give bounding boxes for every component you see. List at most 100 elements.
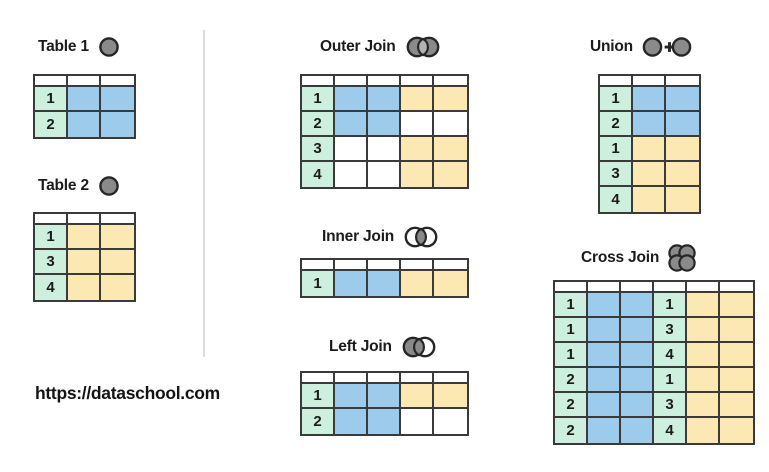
table-value-cell (68, 275, 101, 300)
table-row: 1 (302, 384, 467, 409)
table-value-cell (401, 162, 434, 187)
table-value-cell (101, 250, 134, 275)
table-header-cell (368, 373, 401, 384)
table-key-cell: 2 (555, 393, 588, 418)
table-key-cell: 2 (555, 368, 588, 393)
table-header-row (600, 76, 699, 87)
heading-label-left-join: Left Join (329, 338, 392, 356)
table-key-cell: 3 (654, 393, 687, 418)
table-header-cell (302, 260, 335, 271)
table-value-cell (335, 409, 368, 434)
table-value-cell (621, 318, 654, 343)
table-key-cell: 1 (302, 271, 335, 296)
table-value-cell (588, 343, 621, 368)
table-header-cell (335, 76, 368, 87)
table-value-cell (687, 393, 720, 418)
table-key-cell: 1 (302, 384, 335, 409)
table-key-cell: 4 (35, 275, 68, 300)
heading-label-outer-join: Outer Join (320, 38, 396, 56)
heading-label-cross-join: Cross Join (581, 249, 660, 267)
table-value-cell (588, 318, 621, 343)
table-row: 2 (302, 112, 467, 137)
table-value-cell (434, 112, 467, 137)
table-header-cell (68, 76, 101, 87)
table-value-cell (68, 112, 101, 137)
venn-inner-icon (403, 226, 439, 248)
table-key-cell: 1 (654, 293, 687, 318)
table-header-cell (401, 260, 434, 271)
table-key-cell: 1 (555, 318, 588, 343)
table-header-row (302, 260, 467, 271)
heading-inner-join: Inner Join (322, 226, 439, 248)
table-header-cell (434, 260, 467, 271)
table-value-cell (687, 418, 720, 443)
table-header-cell (434, 76, 467, 87)
table-value-cell (368, 87, 401, 112)
table-header-cell (302, 76, 335, 87)
table-value-cell (335, 87, 368, 112)
table-value-cell (588, 418, 621, 443)
table-value-cell (101, 225, 134, 250)
table-value-cell (666, 112, 699, 137)
table-value-cell (621, 293, 654, 318)
table-row: 1 (600, 137, 699, 162)
heading-cross-join: Cross Join (581, 244, 696, 272)
table-value-cell (434, 162, 467, 187)
table-value-cell (633, 162, 666, 187)
table-header-cell (335, 260, 368, 271)
table-key-cell: 1 (555, 293, 588, 318)
table-value-cell (401, 87, 434, 112)
table-key-cell: 4 (654, 343, 687, 368)
table-header-row (302, 76, 467, 87)
table-value-cell (68, 225, 101, 250)
table-value-cell (335, 137, 368, 162)
table-value-cell (101, 112, 134, 137)
table-value-cell (588, 293, 621, 318)
table-value-cell (666, 187, 699, 212)
table-value-cell (720, 368, 753, 393)
table-key-cell: 3 (302, 137, 335, 162)
table-value-cell (588, 368, 621, 393)
table-header-cell (302, 373, 335, 384)
table-row: 2 (600, 112, 699, 137)
four-circle-clover-icon (668, 244, 696, 272)
table-value-cell (434, 137, 467, 162)
table-header-row (35, 76, 134, 87)
table-value-cell (368, 162, 401, 187)
table-value-cell (368, 112, 401, 137)
table-value-cell (687, 343, 720, 368)
table-header-cell (666, 76, 699, 87)
vertical-divider (203, 30, 205, 357)
table-header-cell (588, 282, 621, 293)
table-value-cell (588, 393, 621, 418)
table-key-cell: 2 (35, 112, 68, 137)
table-value-cell (687, 293, 720, 318)
table-header-cell (600, 76, 633, 87)
table-value-cell (621, 368, 654, 393)
table-value-cell (368, 137, 401, 162)
table-header-row (555, 282, 753, 293)
table-key-cell: 2 (555, 418, 588, 443)
table-row: 3 (35, 250, 134, 275)
table-value-cell (621, 393, 654, 418)
heading-left-join: Left Join (329, 336, 437, 358)
table-value-cell (368, 409, 401, 434)
table-value-cell (720, 393, 753, 418)
table-row: 1 (35, 87, 134, 112)
table-key-cell: 3 (600, 162, 633, 187)
table-value-cell (633, 87, 666, 112)
heading-label-table-1: Table 1 (38, 38, 89, 56)
table-value-cell (621, 418, 654, 443)
venn-outer-icon (405, 36, 441, 58)
table-key-cell: 1 (302, 87, 335, 112)
table-value-cell (434, 384, 467, 409)
table-value-cell (666, 137, 699, 162)
table-value-cell (720, 318, 753, 343)
table-key-cell: 1 (600, 137, 633, 162)
table-value-cell (335, 162, 368, 187)
